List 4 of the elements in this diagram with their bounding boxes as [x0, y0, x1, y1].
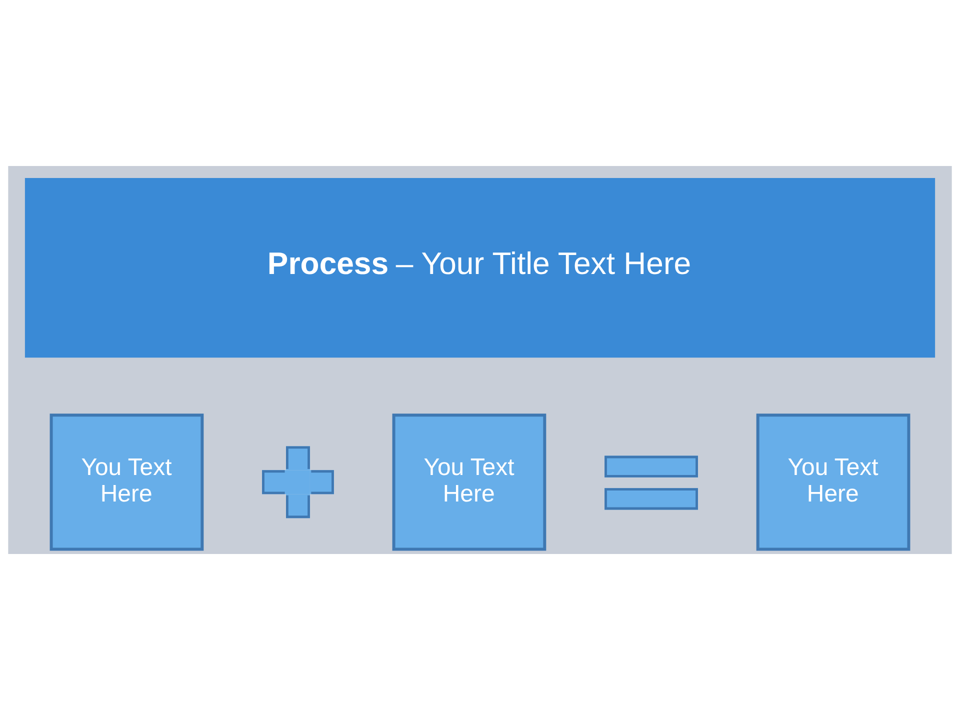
node-box: You Text Here — [50, 414, 204, 551]
node-box: You Text Here — [756, 414, 910, 551]
node-box: You Text Here — [392, 414, 546, 551]
diagram-title: Process – Your Title Text Here — [267, 246, 692, 282]
